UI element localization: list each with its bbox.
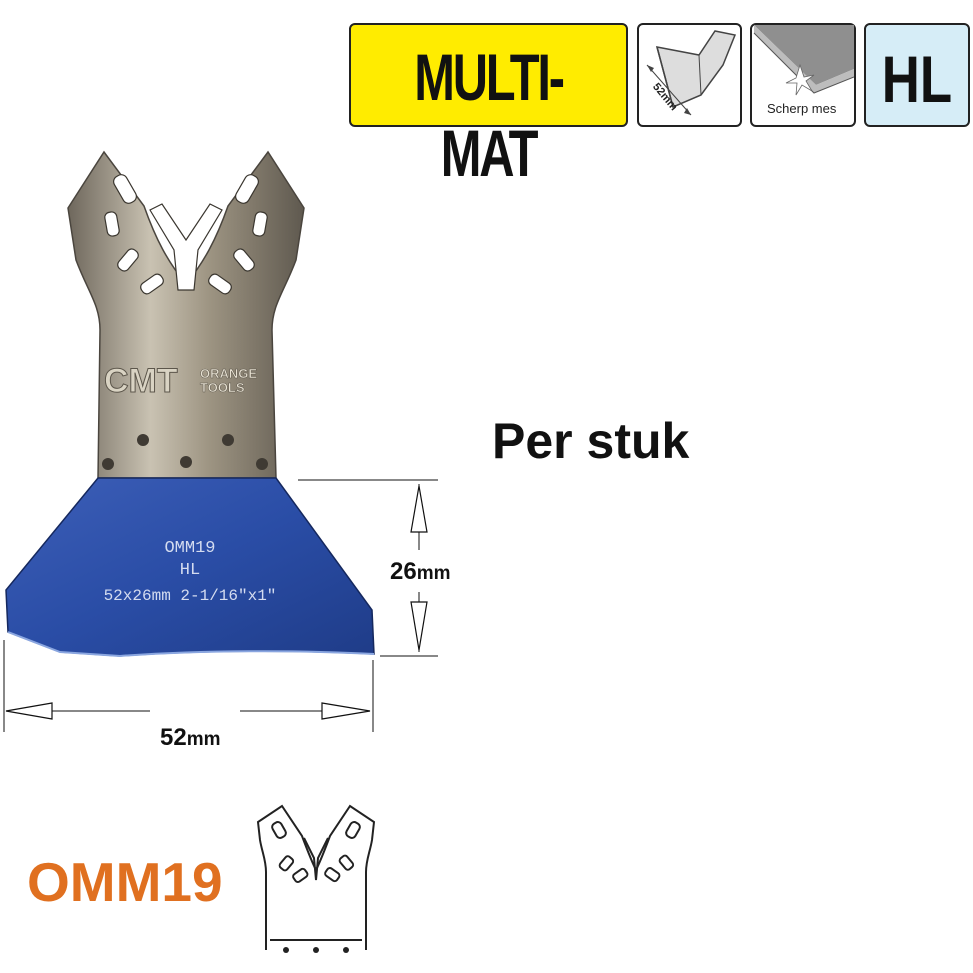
height-value: 26 bbox=[390, 558, 417, 585]
rivets bbox=[102, 434, 268, 470]
width-dimension: 52mm bbox=[160, 724, 221, 752]
sharp-knife-label: Scherp mes bbox=[767, 101, 837, 116]
blade-width-icon bbox=[646, 30, 737, 116]
hl-label: HL bbox=[881, 42, 953, 116]
dimension-lines bbox=[3, 479, 438, 732]
hl-badge: HL bbox=[864, 23, 970, 127]
engraving-hl: HL bbox=[180, 561, 200, 580]
mounting-slots bbox=[104, 174, 268, 295]
multimat-label: MULTI-MAT bbox=[414, 40, 565, 190]
height-unit: mm bbox=[416, 563, 451, 584]
dimension-arrows bbox=[5, 485, 428, 720]
sharp-knife-badge: Scherp mes bbox=[750, 23, 856, 127]
cmt-logo: CMT bbox=[104, 362, 178, 400]
brand-line-2: TOOLS bbox=[200, 380, 245, 395]
blade-shank bbox=[67, 150, 305, 479]
height-dimension: 26mm bbox=[390, 558, 451, 586]
sharp-blade-icon bbox=[753, 25, 855, 96]
engraving-code: OMM19 bbox=[164, 539, 215, 558]
multimat-badge: MULTI-MAT bbox=[349, 23, 628, 190]
bottom-rivets bbox=[283, 947, 349, 953]
brand-line-1: ORANGE bbox=[200, 366, 257, 381]
width-unit: mm bbox=[186, 729, 221, 750]
engraving-size: 52x26mm 2-1/16"x1" bbox=[104, 587, 277, 605]
product-code: OMM19 bbox=[27, 851, 223, 913]
blade-width-badge: 52mm bbox=[637, 23, 742, 127]
blade-outline-icon bbox=[256, 804, 376, 950]
width-value: 52 bbox=[160, 724, 187, 751]
per-stuk-label: Per stuk bbox=[492, 413, 690, 469]
